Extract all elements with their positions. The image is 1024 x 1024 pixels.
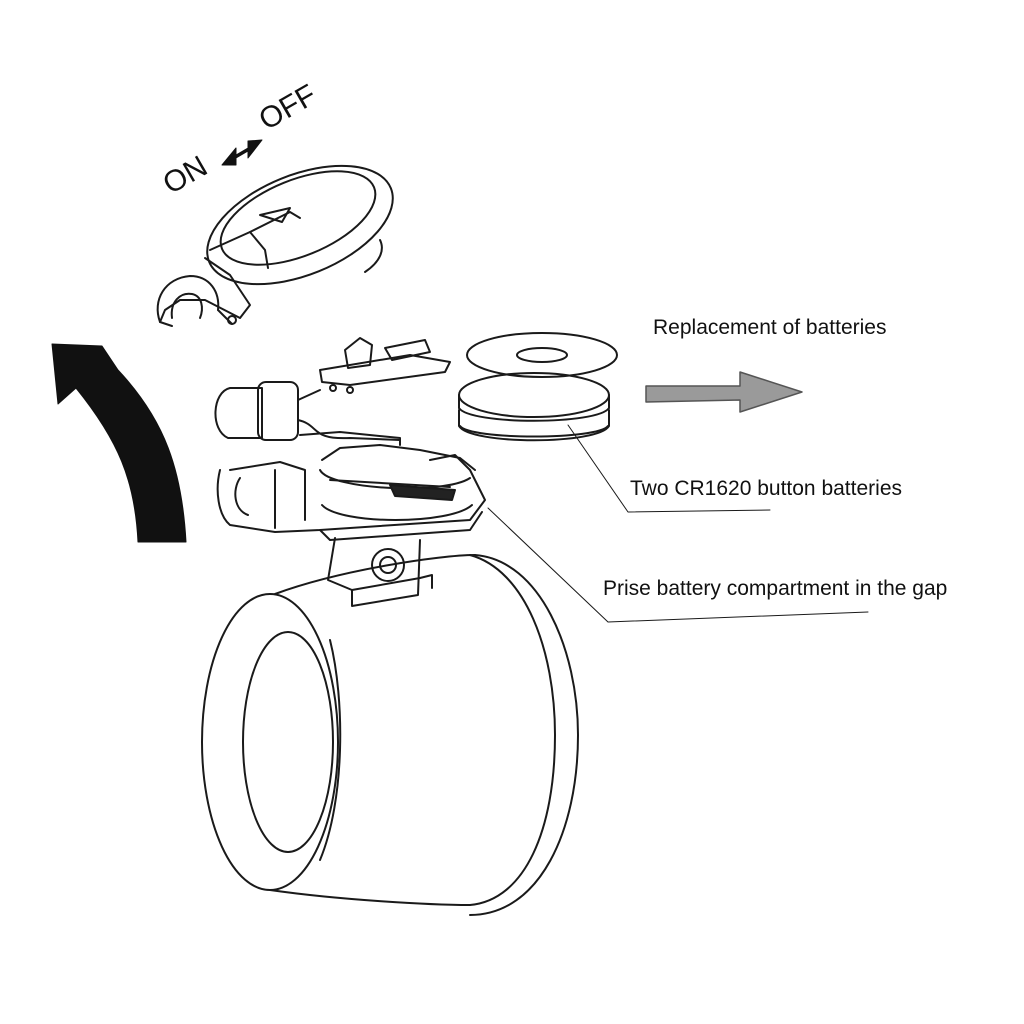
battery-stack [458, 332, 618, 442]
batteries-callout: Two CR1620 button batteries [630, 477, 902, 500]
replacement-callout: Replacement of batteries [653, 316, 887, 339]
prise-callout: Prise battery compartment in the gap [603, 577, 948, 600]
circuit-assembly [214, 337, 451, 441]
switch-cap [156, 164, 394, 327]
double-arrow-icon [221, 139, 263, 166]
leader-lines [487, 424, 869, 623]
right-arrow-icon [645, 371, 803, 413]
battery-compartment [216, 431, 486, 541]
mount-bracket [327, 537, 433, 607]
main-body [201, 554, 579, 916]
curved-arrow-icon [51, 343, 187, 543]
